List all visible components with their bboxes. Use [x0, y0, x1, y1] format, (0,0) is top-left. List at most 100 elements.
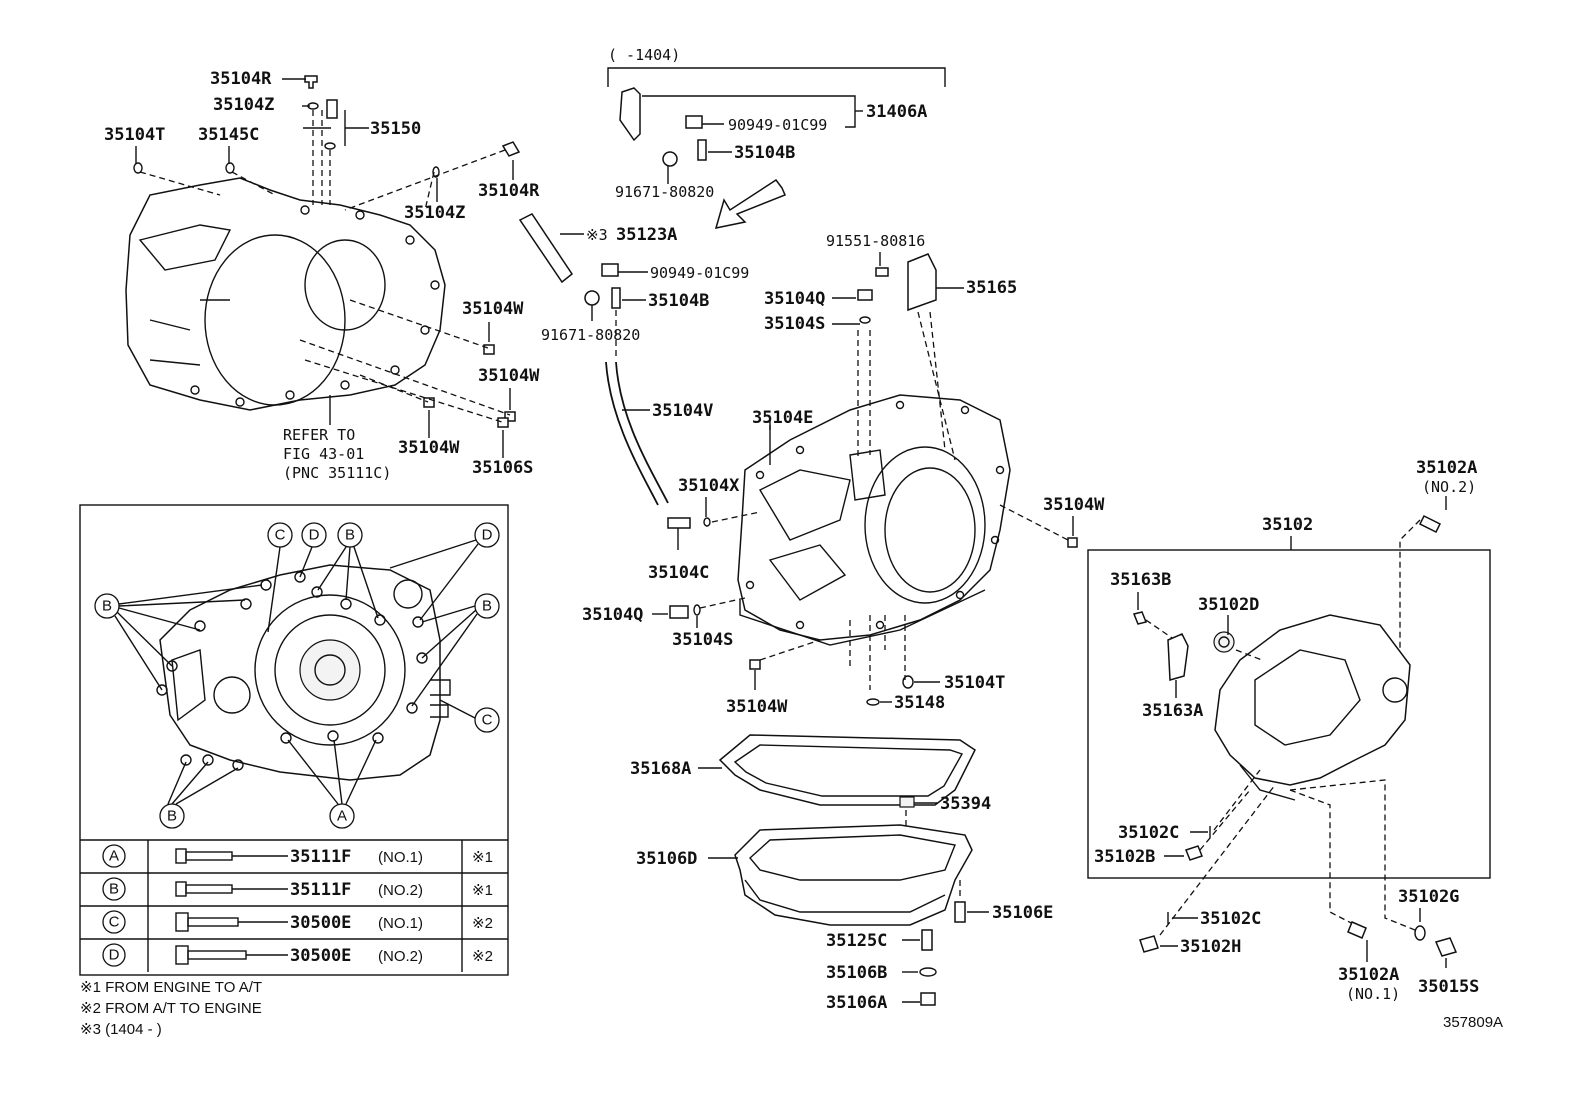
label-35102B: 35102B — [1094, 847, 1155, 867]
bolt-35102H — [1139, 935, 1159, 953]
box-35102 — [1087, 549, 1491, 879]
svg-text:35111F: 35111F — [290, 847, 351, 867]
bolt-row-b: B 35111F (NO.2) ※1 — [102, 877, 493, 901]
refer-line3: (PNC 35111C) — [283, 464, 391, 482]
label-90949-b: 90949-01C99 — [650, 264, 749, 282]
svg-text:35111F: 35111F — [290, 880, 351, 900]
plug-35015S — [1434, 937, 1458, 957]
bolt-35104R-right — [501, 141, 521, 157]
pin-35104W-a — [483, 344, 495, 355]
pin-35106S — [497, 417, 509, 428]
label-35104W-c: 35104W — [398, 438, 460, 458]
housing-bore — [204, 234, 346, 406]
label-35165: 35165 — [966, 278, 1017, 298]
pin-35104W-low — [749, 659, 761, 670]
refer-line2: FIG 43-01 — [283, 445, 364, 463]
housing-hub — [304, 239, 386, 331]
label-35394: 35394 — [940, 794, 991, 814]
range-bracket — [607, 67, 946, 87]
label-35102A-top: 35102A — [1416, 458, 1477, 478]
label-91671-b: 91671-80820 — [541, 326, 640, 344]
plug-35104Q-low — [669, 605, 689, 619]
case-bolt-holes — [745, 400, 1005, 630]
svg-text:B: B — [167, 808, 177, 825]
label-35104Z-right: 35104Z — [404, 203, 465, 223]
bolt-35102B — [1185, 845, 1203, 861]
transaxle-case — [737, 394, 1011, 641]
svg-text:(NO.1): (NO.1) — [378, 849, 423, 866]
label-35104S-low: 35104S — [672, 630, 733, 650]
label-91671-a: 91671-80820 — [615, 183, 714, 201]
svg-text:※2: ※2 — [472, 948, 493, 965]
label-35106E: 35106E — [992, 903, 1053, 923]
label-35145C: 35145C — [198, 125, 259, 145]
svg-text:※1: ※1 — [472, 882, 493, 899]
bolt-35106E — [954, 901, 966, 923]
bolt-row-d: D 30500E (NO.2) ※2 — [102, 943, 493, 967]
washer-35106B — [919, 967, 937, 977]
footnote-2: ※2 FROM A/T TO ENGINE — [80, 1000, 262, 1017]
plug-35125C — [921, 929, 933, 951]
svg-text:D: D — [309, 527, 320, 544]
bracket-31406A — [619, 87, 641, 142]
label-35104C: 35104C — [648, 563, 709, 583]
svg-text:(NO.2): (NO.2) — [378, 882, 423, 899]
label-35125C: 35125C — [826, 931, 887, 951]
callout-D-right — [474, 522, 500, 548]
label-35123A: 35123A — [616, 225, 677, 245]
housing-boss — [1382, 677, 1408, 703]
sensor-90949-a — [685, 115, 703, 129]
footnote-3: ※3 (1404 - ) — [80, 1021, 162, 1038]
label-35104W-a: 35104W — [462, 299, 524, 319]
svg-text:D: D — [109, 947, 120, 964]
svg-text:※2: ※2 — [472, 915, 493, 932]
label-35104E: 35104E — [752, 408, 813, 428]
bolt-row-a: A 35111F (NO.1) ※1 — [102, 844, 493, 868]
label-35104B-a: 35104B — [734, 143, 795, 163]
label-35104B-b: 35104B — [648, 291, 709, 311]
svg-text:B: B — [102, 598, 112, 615]
bolt-91551 — [875, 267, 889, 277]
label-35102: 35102 — [1262, 515, 1313, 535]
connector-35104B-b — [611, 287, 621, 309]
label-35102C-b: 35102C — [1200, 909, 1261, 929]
label-35106D: 35106D — [636, 849, 697, 869]
svg-text:B: B — [345, 527, 355, 544]
svg-text:(NO.2): (NO.2) — [378, 948, 423, 965]
seal-35102D — [1213, 631, 1235, 653]
label-90949-a: 90949-01C99 — [728, 116, 827, 134]
label-35102A-low-no: (NO.1) — [1346, 985, 1400, 1003]
svg-text:C: C — [482, 712, 493, 729]
label-35163B: 35163B — [1110, 570, 1171, 590]
svg-text:※1: ※1 — [472, 849, 493, 866]
inset-callouts: B C D B D B C B A — [94, 522, 500, 829]
oring-35104Z-right — [432, 166, 440, 178]
label-35102D: 35102D — [1198, 595, 1259, 615]
bracket-35123A — [518, 213, 574, 284]
housing-bolt-holes — [190, 205, 440, 407]
label-35104Q-top: 35104Q — [764, 289, 825, 309]
label-35102A-top-no: (NO.2) — [1422, 478, 1476, 496]
top-range-label: ( -1404) — [608, 46, 680, 64]
bracket-35165 — [907, 253, 937, 312]
inset-box — [79, 504, 509, 976]
inset-housing-view — [156, 564, 451, 781]
oring-35148 — [866, 698, 880, 706]
direction-arrow — [714, 178, 786, 229]
svg-text:C: C — [109, 914, 120, 931]
bracket-35163A — [1167, 633, 1189, 681]
callout-D-top — [301, 522, 327, 548]
svg-text:A: A — [109, 848, 119, 865]
label-35104S-top: 35104S — [764, 314, 825, 334]
svg-text:A: A — [337, 808, 347, 825]
oring-35145C — [225, 162, 235, 174]
label-35102A-low: 35102A — [1338, 965, 1399, 985]
label-35104Q-low: 35104Q — [582, 605, 643, 625]
oring-35104S-top — [859, 316, 871, 324]
bolt-35104R-top — [304, 75, 318, 89]
label-35106B: 35106B — [826, 963, 887, 983]
plug-35104Q-top — [857, 289, 873, 301]
bolt-35102A-top — [1418, 514, 1442, 534]
connector-35104B-a — [697, 139, 707, 161]
oring-35150 — [324, 142, 336, 150]
